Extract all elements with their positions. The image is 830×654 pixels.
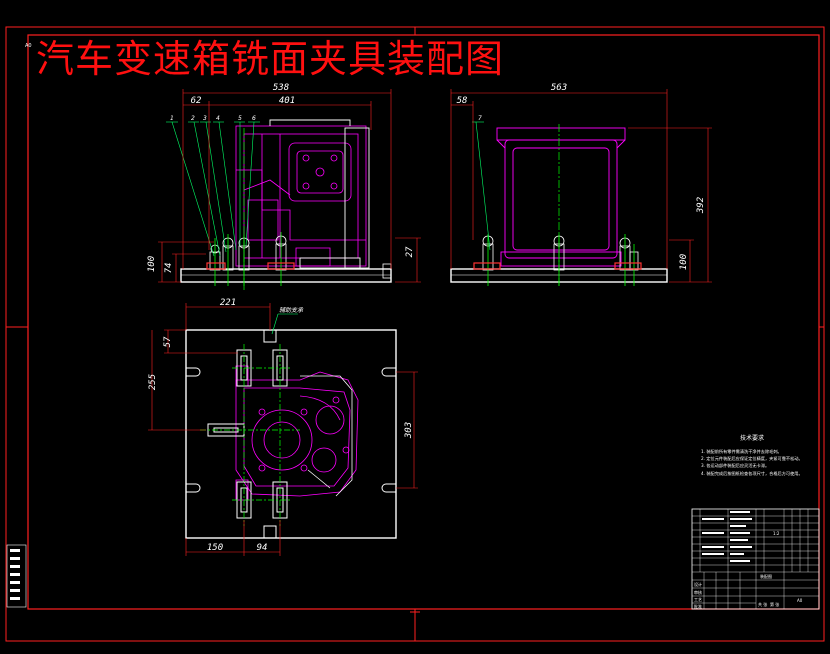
technical-requirements: 技术要求 1. 装配前所有零件需清洗干净并去除毛刺。 2. 定位元件装配后应保证… xyxy=(701,434,803,477)
title-block-checker: 审核 xyxy=(694,589,702,595)
sheet-mark: A0 xyxy=(25,43,32,49)
dim-255: 255 xyxy=(148,374,158,390)
inner-frame xyxy=(27,34,820,610)
dim-74: 74 xyxy=(164,263,174,274)
dim-57: 57 xyxy=(163,336,173,347)
part-number-3: 3 xyxy=(203,115,207,122)
part-number-2: 2 xyxy=(191,115,195,122)
dim-401: 401 xyxy=(279,96,295,106)
dim-58: 58 xyxy=(457,96,468,106)
title-block: 装配图 A0 1:2 共 张 第 张 设计 审核 工艺 批准 xyxy=(691,508,820,610)
drawing-title: 汽车变速箱铣面夹具装配图 xyxy=(36,37,505,81)
part-number-6: 6 xyxy=(252,115,256,122)
title-block-sheets-total: 共 张 xyxy=(758,601,767,607)
outer-frame xyxy=(5,26,825,642)
dim-303: 303 xyxy=(404,422,414,439)
part-number-5: 5 xyxy=(238,115,242,122)
centering-marks xyxy=(6,27,824,641)
tech-req-line: 4. 装配完成后按图纸检查各项尺寸，合格后方可使用。 xyxy=(701,470,803,477)
dim-94: 94 xyxy=(257,543,268,553)
dim-563: 563 xyxy=(551,83,567,93)
title-block-sheet-no: 第 张 xyxy=(770,601,779,607)
tech-req-line: 3. 各运动部件装配后应灵活无卡滞。 xyxy=(701,462,769,469)
dim-392: 392 xyxy=(696,197,706,214)
dim-150: 150 xyxy=(207,543,223,553)
front-view: 538 62 401 100 74 27 1 2 3 4 5 6 xyxy=(147,83,421,290)
title-block-designer: 设计 xyxy=(694,581,702,587)
title-block-process: 工艺 xyxy=(694,597,702,602)
dim-538: 538 xyxy=(273,83,289,93)
dim-27: 27 xyxy=(405,246,415,257)
tech-req-title: 技术要求 xyxy=(740,434,764,442)
plan-view: 辅助支承 221 57 255 303 150 94 xyxy=(148,298,418,556)
tech-req-line: 2. 定位元件装配后应保证定位精度，夹紧可靠不松动。 xyxy=(701,455,803,462)
leader-label-aux-support: 辅助支承 xyxy=(279,306,304,314)
dim-100-side: 100 xyxy=(679,254,689,270)
title-block-sheet-size: A0 xyxy=(797,598,803,603)
dim-100-front: 100 xyxy=(147,256,157,272)
part-number-4: 4 xyxy=(216,115,220,122)
side-view: 563 58 392 100 7 xyxy=(450,83,712,288)
tech-req-line: 1. 装配前所有零件需清洗干净并去除毛刺。 xyxy=(701,448,782,455)
dim-221: 221 xyxy=(220,298,236,308)
title-block-name: 装配图 xyxy=(760,573,772,579)
title-block-approver: 批准 xyxy=(694,603,702,609)
revision-strip xyxy=(6,544,27,608)
part-number-1: 1 xyxy=(170,115,174,122)
dim-62: 62 xyxy=(191,96,202,106)
part-number-7: 7 xyxy=(478,115,482,122)
title-block-scale: 1:2 xyxy=(773,531,780,536)
